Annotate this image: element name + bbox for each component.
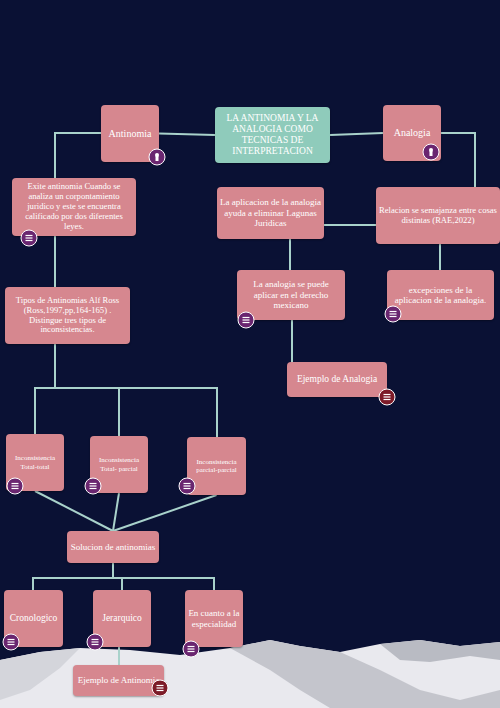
connector-line (441, 133, 475, 187)
connector-line (159, 134, 215, 136)
connector-line (118, 647, 120, 665)
concept-box: Relacion se semajanza entre cosas distin… (376, 187, 500, 244)
mountain-shade (0, 648, 80, 700)
node-text: excepciones de la aplicacion de la analo… (390, 285, 491, 306)
node-text: La aplicacion de la analogia ayuda a eli… (220, 197, 321, 228)
menu-icon (87, 634, 103, 650)
connector-line (113, 495, 217, 531)
menu-icon (385, 306, 401, 322)
node-text: LA ANTINOMIA Y LA ANALOGIA COMO TECNICAS… (218, 113, 327, 157)
concept-box: Exite antinomia Cuando se analiza un cor… (12, 178, 136, 236)
mountain-shade (230, 640, 500, 708)
node-text: Tipos de Antinomias Alf Ross (Ross,1997,… (8, 296, 127, 336)
node-text: Solucion de antinomias (71, 542, 156, 552)
concept-box: Tipos de Antinomias Alf Ross (Ross,1997,… (5, 287, 130, 344)
node-text: Antinomia (109, 128, 152, 140)
touch-icon (423, 144, 439, 160)
node-text: Inconsistencia parcial-parcial (190, 458, 243, 474)
node-text: En cuanto a la especialidad (188, 608, 240, 629)
node-text: Analogia (394, 127, 431, 139)
node-text: Cronologico (10, 613, 58, 624)
touch-icon (149, 149, 165, 165)
connector-line (324, 224, 376, 226)
connector-line (439, 244, 441, 270)
node-text: Ejemplo de Analogia (297, 374, 377, 385)
connector-line (113, 563, 214, 590)
menu-icon (152, 680, 168, 696)
menu-icon (183, 641, 199, 657)
menu-icon (379, 389, 395, 405)
node-text: Ejemplo de Antinomia (78, 675, 160, 685)
concept-box: Ejemplo de Antinomia (73, 665, 164, 696)
connector-line (54, 236, 56, 287)
concept-box: En cuanto a la especialidad (185, 590, 243, 647)
mountain-range (0, 640, 500, 708)
connector-line (55, 133, 101, 178)
title-box: LA ANTINOMIA Y LA ANALOGIA COMO TECNICAS… (215, 107, 330, 163)
connector-line (35, 491, 113, 531)
menu-icon (238, 312, 254, 328)
node-text: Exite antinomia Cuando se analiza un cor… (15, 182, 133, 231)
concept-box: La aplicacion de la analogia ayuda a eli… (217, 187, 324, 239)
connector-line (291, 320, 293, 362)
connector-line (35, 344, 55, 434)
concept-box: Inconsistencia parcial-parcial (187, 437, 246, 495)
mountain-shade (380, 640, 500, 662)
concept-box: excepciones de la aplicacion de la analo… (387, 270, 494, 320)
connector-line (113, 493, 119, 531)
connector-line (289, 239, 291, 270)
menu-icon (7, 478, 23, 494)
connector-line (55, 344, 119, 436)
node-text: Jerarquico (102, 613, 142, 624)
concept-box: Solucion de antinomias (67, 531, 159, 563)
menu-icon (3, 634, 19, 650)
connector-line (33, 563, 113, 590)
node-text: La analogia se puede aplicar en el derec… (240, 279, 342, 310)
connector-line (55, 344, 217, 437)
node-text: Inconsistencia Total-total (9, 454, 61, 470)
menu-icon (85, 478, 101, 494)
node-text: Inconsistencia Total- parcial (93, 456, 145, 472)
concept-box: Ejemplo de Analogia (287, 362, 387, 397)
node-text: Relacion se semajanza entre cosas distin… (379, 206, 497, 226)
menu-icon (21, 230, 37, 246)
menu-icon (179, 478, 195, 494)
connector-line (113, 563, 122, 590)
concept-box: La analogia se puede aplicar en el derec… (237, 270, 345, 320)
connector-line (330, 133, 383, 135)
